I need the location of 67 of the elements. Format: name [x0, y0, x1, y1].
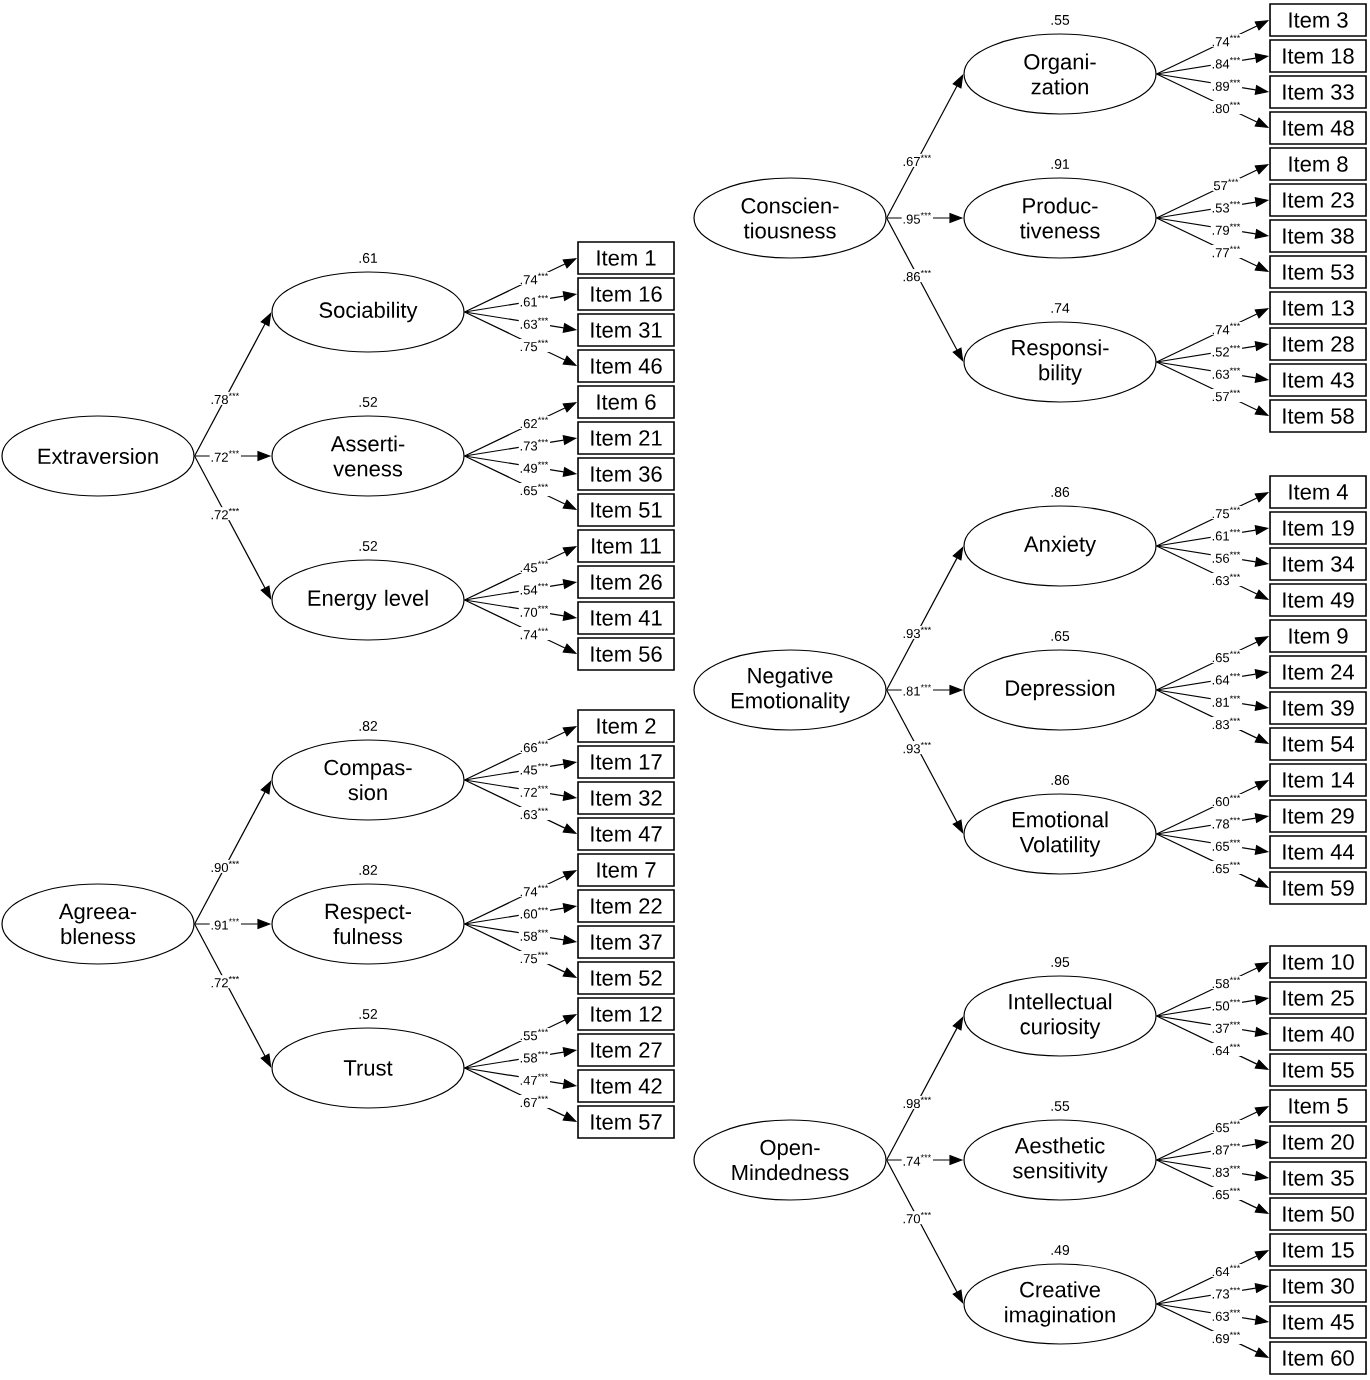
- item-box: Item 46: [577, 349, 675, 383]
- item-box: Item 27: [577, 1033, 675, 1067]
- arrow: [886, 1159, 964, 1304]
- item-box: Item 47: [577, 817, 675, 851]
- item-box: Item 11: [577, 529, 675, 563]
- item-box: Item 48: [1269, 111, 1367, 145]
- item-box: Item 1: [577, 241, 675, 275]
- item-box: Item 59: [1269, 871, 1367, 905]
- item-box: Item 35: [1269, 1161, 1367, 1195]
- item-box: Item 14: [1269, 763, 1367, 797]
- item-box: Item 13: [1269, 291, 1367, 325]
- item-box: Item 36: [577, 457, 675, 491]
- item-box: Item 39: [1269, 691, 1367, 725]
- item-box: Item 52: [577, 961, 675, 995]
- item-box: Item 23: [1269, 183, 1367, 217]
- arrow: [886, 689, 964, 834]
- item-box: Item 20: [1269, 1125, 1367, 1159]
- item-box: Item 16: [577, 277, 675, 311]
- item-box: Item 7: [577, 853, 675, 887]
- arrow: [194, 312, 272, 457]
- item-box: Item 54: [1269, 727, 1367, 761]
- item-box: Item 9: [1269, 619, 1367, 653]
- item-box: Item 34: [1269, 547, 1367, 581]
- item-box: Item 31: [577, 313, 675, 347]
- item-box: Item 5: [1269, 1089, 1367, 1123]
- item-box: Item 17: [577, 745, 675, 779]
- item-box: Item 45: [1269, 1305, 1367, 1339]
- item-box: Item 10: [1269, 945, 1367, 979]
- item-box: Item 55: [1269, 1053, 1367, 1087]
- item-box: Item 8: [1269, 147, 1367, 181]
- item-box: Item 37: [577, 925, 675, 959]
- item-box: Item 60: [1269, 1341, 1367, 1375]
- item-box: Item 40: [1269, 1017, 1367, 1051]
- item-box: Item 19: [1269, 511, 1367, 545]
- item-box: Item 50: [1269, 1197, 1367, 1231]
- item-box: Item 53: [1269, 255, 1367, 289]
- item-box: Item 57: [577, 1105, 675, 1139]
- item-box: Item 29: [1269, 799, 1367, 833]
- item-box: Item 38: [1269, 219, 1367, 253]
- item-box: Item 42: [577, 1069, 675, 1103]
- arrow: [886, 74, 964, 219]
- item-box: Item 41: [577, 601, 675, 635]
- item-box: Item 43: [1269, 363, 1367, 397]
- item-box: Item 15: [1269, 1233, 1367, 1267]
- arrow: [886, 217, 964, 362]
- item-box: Item 4: [1269, 475, 1367, 509]
- item-box: Item 21: [577, 421, 675, 455]
- item-box: Item 26: [577, 565, 675, 599]
- item-box: Item 12: [577, 997, 675, 1031]
- item-box: Item 33: [1269, 75, 1367, 109]
- item-box: Item 56: [577, 637, 675, 671]
- item-box: Item 32: [577, 781, 675, 815]
- item-box: Item 3: [1269, 3, 1367, 37]
- item-box: Item 6: [577, 385, 675, 419]
- item-box: Item 30: [1269, 1269, 1367, 1303]
- arrow: [194, 923, 272, 1068]
- arrow: [194, 455, 272, 600]
- item-box: Item 22: [577, 889, 675, 923]
- item-box: Item 24: [1269, 655, 1367, 689]
- item-box: Item 44: [1269, 835, 1367, 869]
- item-box: Item 25: [1269, 981, 1367, 1015]
- item-box: Item 49: [1269, 583, 1367, 617]
- item-box: Item 18: [1269, 39, 1367, 73]
- item-box: Item 2: [577, 709, 675, 743]
- item-box: Item 58: [1269, 399, 1367, 433]
- item-box: Item 51: [577, 493, 675, 527]
- item-box: Item 28: [1269, 327, 1367, 361]
